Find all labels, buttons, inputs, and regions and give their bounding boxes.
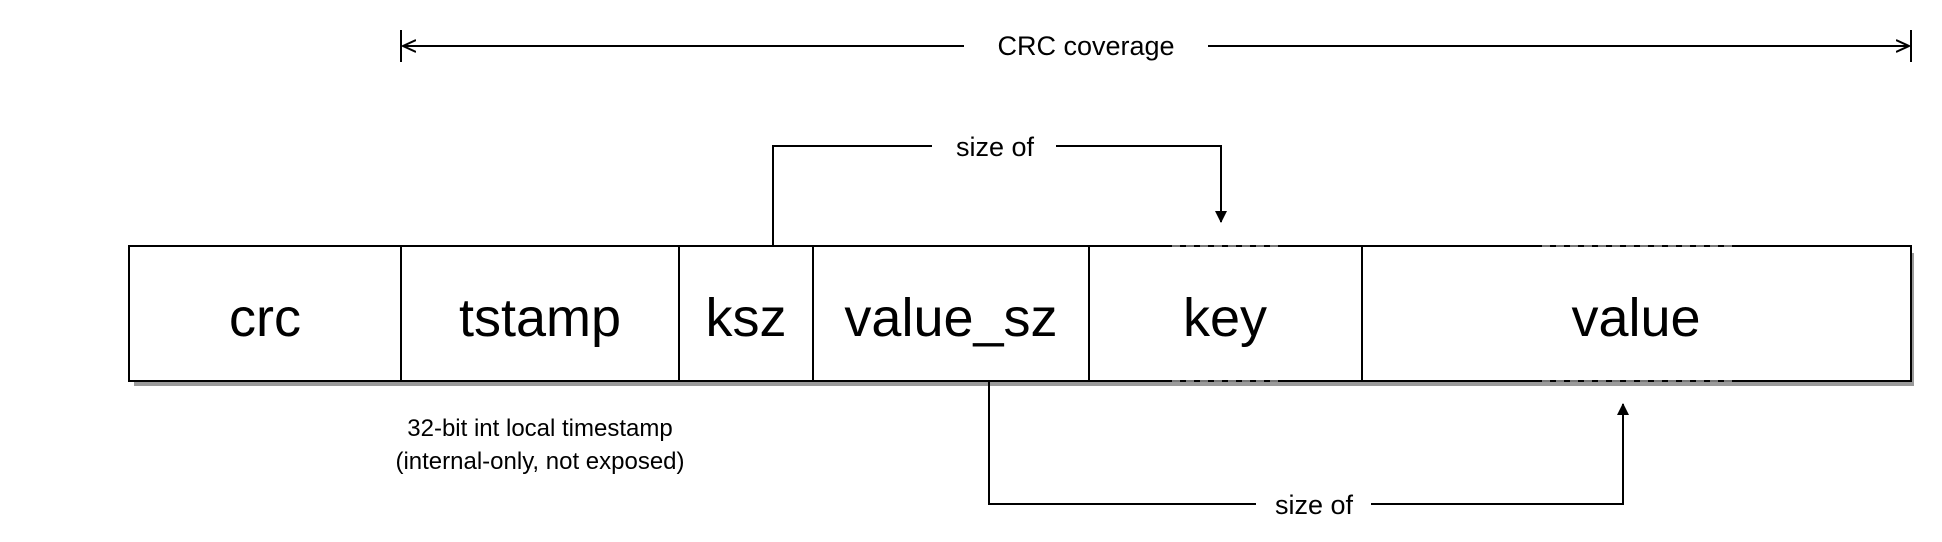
tstamp-note-line-2: (internal-only, not exposed)	[395, 448, 684, 475]
field-crc-box	[128, 245, 402, 382]
field-ksz-box	[678, 245, 814, 382]
value-sz-size-of-connector: size of	[988, 381, 1629, 520]
field-value-label: value	[1571, 288, 1700, 348]
crc-coverage-range: CRC coverage	[400, 30, 1912, 62]
value-sz-size-of-line-left	[988, 381, 1256, 505]
field-key-box	[1088, 245, 1363, 382]
field-ksz-label: ksz	[706, 288, 787, 348]
ksz-size-of-line-right	[1056, 145, 1227, 223]
record-fields: crc tstamp ksz value_sz key value	[128, 245, 1912, 382]
value-sz-size-of-label: size of	[1275, 490, 1354, 520]
field-crc-label: crc	[229, 288, 301, 348]
field-tstamp-box	[400, 245, 680, 382]
field-value-box	[1361, 245, 1912, 382]
value-sz-size-of-line-right	[1371, 403, 1629, 505]
crc-coverage-label: CRC coverage	[997, 31, 1174, 61]
field-value-sz-box	[812, 245, 1090, 382]
ksz-size-of-label: size of	[956, 132, 1035, 162]
ksz-size-of-connector: size of	[772, 132, 1227, 246]
tstamp-note: 32-bit int local timestamp (internal-onl…	[395, 415, 684, 475]
ksz-size-of-line	[772, 145, 932, 246]
field-key-label: key	[1183, 288, 1267, 348]
tstamp-note-line-1: 32-bit int local timestamp	[407, 415, 672, 442]
field-tstamp-label: tstamp	[459, 288, 621, 348]
field-value-sz-label: value_sz	[844, 288, 1057, 348]
